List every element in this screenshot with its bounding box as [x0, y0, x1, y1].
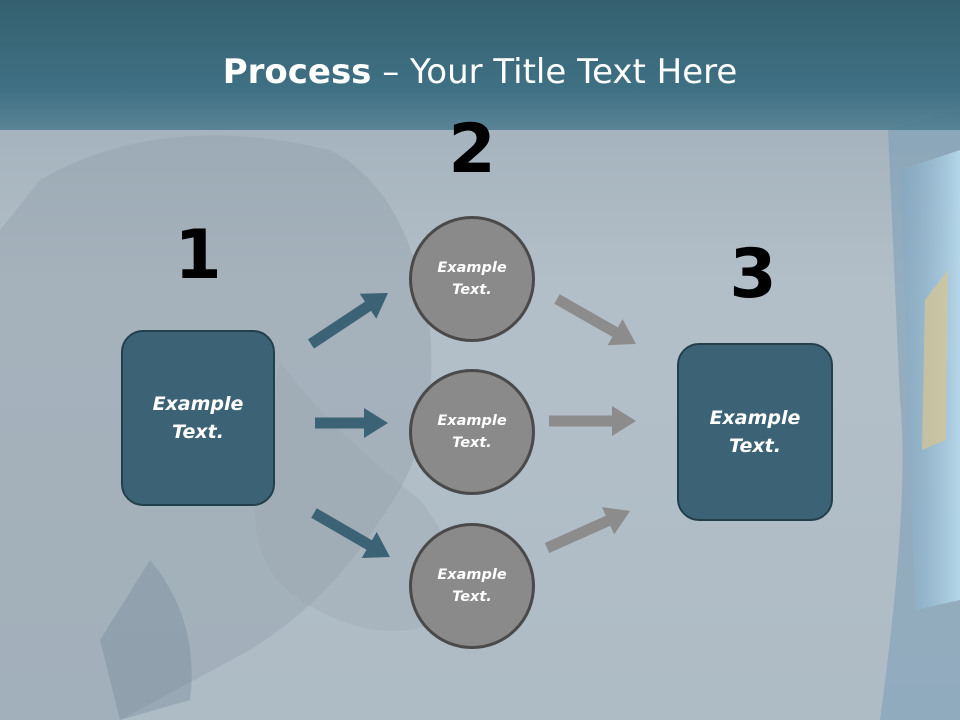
step-number-2: 2 — [448, 110, 496, 189]
step1-label: Example Text. — [152, 392, 244, 444]
title-rest: – Your Title Text Here — [371, 52, 738, 92]
arrow-bottom-to-step3 — [544, 507, 630, 554]
title-bar — [0, 0, 960, 130]
step-number-1: 1 — [174, 216, 222, 295]
slide-title: Process – Your Title Text Here — [0, 52, 960, 92]
title-bold: Process — [222, 52, 372, 92]
step1-box: Example Text. — [121, 330, 275, 506]
step2-circle-bottom: Example Text. — [409, 523, 535, 649]
step3-label: Example Text. — [709, 406, 801, 458]
step2-circle-middle: Example Text. — [409, 369, 535, 495]
arrow-step1-to-top — [307, 292, 389, 349]
step2-circle-middle-label: Example Text. — [437, 412, 507, 451]
step2-circle-top: Example Text. — [409, 216, 535, 342]
arrow-step1-to-bottom — [311, 508, 390, 558]
arrow-middle-to-step3 — [549, 406, 636, 436]
arrow-top-to-step3 — [554, 294, 636, 346]
step2-circle-top-label: Example Text. — [437, 259, 507, 298]
step3-box: Example Text. — [677, 343, 833, 521]
arrow-step1-to-middle — [315, 408, 388, 438]
step-number-3: 3 — [729, 235, 777, 314]
step2-circle-bottom-label: Example Text. — [437, 566, 507, 605]
